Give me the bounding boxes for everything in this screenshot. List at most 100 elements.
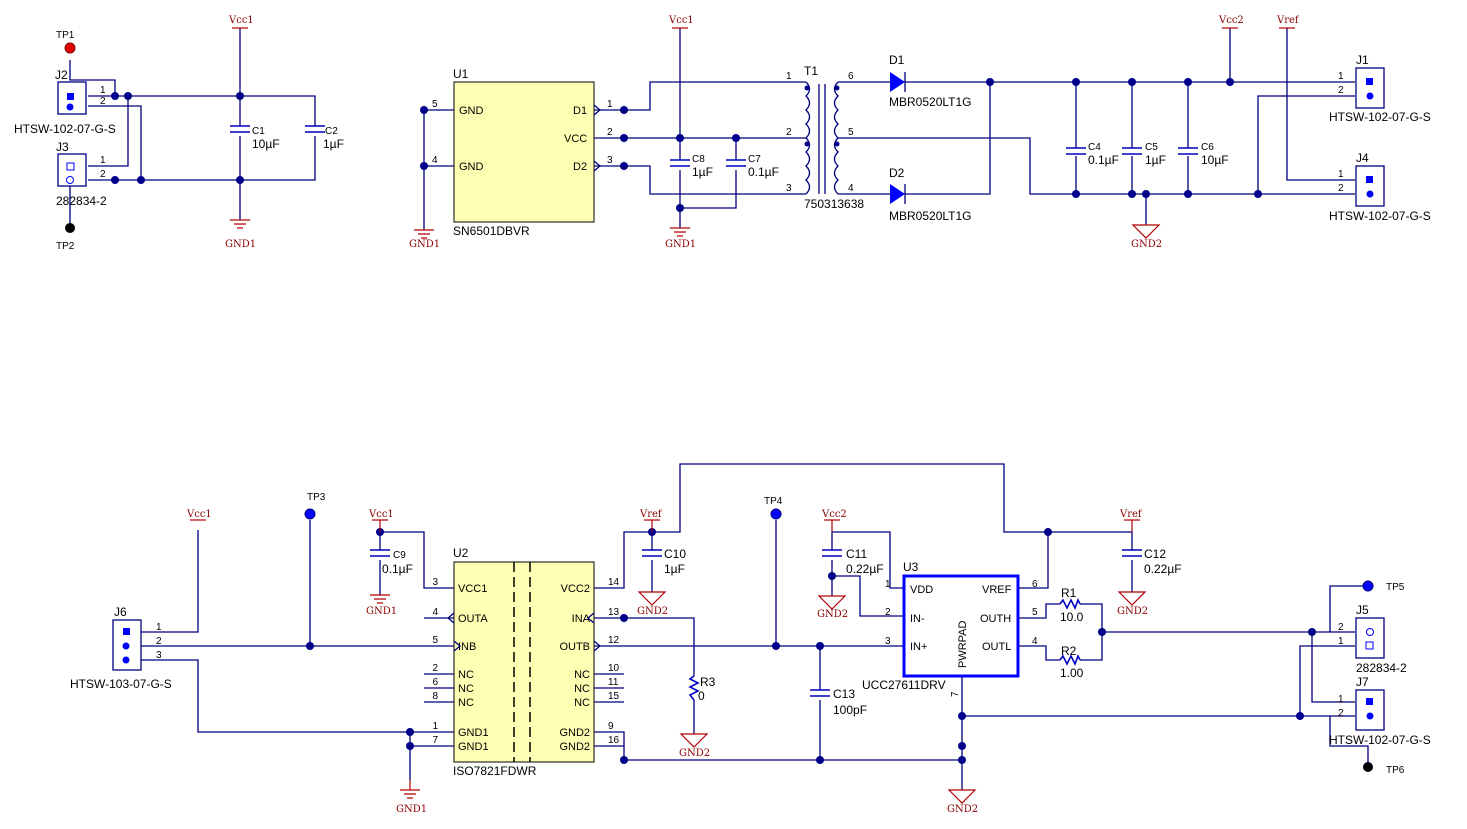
wire-junction [406,728,414,736]
wire-junction [1044,528,1052,536]
capacitor-c7[interactable]: C7 0.1µF [726,154,779,179]
svg-text:VDD: VDD [910,584,933,596]
gnd2-symbol-r3: GND2 [679,733,710,759]
tp1-marker[interactable] [64,42,76,54]
u2-pin-number: 12 [608,635,620,646]
u2-pin-number: 11 [608,677,619,688]
svg-text:Vcc1: Vcc1 [228,15,254,26]
svg-text:C11: C11 [846,547,867,561]
u2-pin-number: 1 [432,721,438,732]
svg-text:OUTH: OUTH [980,613,1011,625]
wire-junction [1142,190,1150,198]
diode-d1[interactable]: D1 MBR0520LT1G [889,53,971,109]
connector-j6[interactable]: J6 1 2 3 HTSW-103-07-G-S [70,605,172,691]
capacitor-c10[interactable]: C10 1µF [642,547,686,576]
capacitor-c4[interactable]: C4 0.1µF [1066,142,1119,167]
connector-j7[interactable]: J7 1 2 HTSW-102-07-G-S [1329,675,1431,747]
svg-text:GND: GND [459,105,484,117]
svg-text:5: 5 [1032,607,1038,618]
tp5-marker[interactable] [1362,580,1374,592]
u2-pin-number: 4 [432,607,438,618]
svg-text:GND1: GND1 [225,239,256,250]
capacitor-c6[interactable]: C6 10µF [1178,142,1229,167]
svg-text:1.00: 1.00 [1060,666,1084,680]
capacitor-c2[interactable]: C2 1µF [305,125,344,151]
wire-junction [406,742,414,750]
svg-text:2: 2 [1338,183,1344,194]
svg-text:VCC: VCC [564,133,587,145]
transformer-t1[interactable]: T1 1 2 3 6 5 4 750313638 [786,64,864,211]
svg-text:1: 1 [1338,71,1344,82]
svg-text:R1: R1 [1061,586,1077,600]
wire-junction [620,162,628,170]
svg-text:C7: C7 [748,154,761,165]
svg-text:C1: C1 [252,126,265,137]
tp2-marker[interactable] [65,223,75,233]
svg-text:2: 2 [100,96,106,107]
svg-text:750313638: 750313638 [804,197,864,211]
connector-j1[interactable]: J1 1 2 HTSW-102-07-G-S [1329,53,1431,124]
wire-junction [1226,78,1234,86]
capacitor-c5[interactable]: C5 1µF [1122,142,1166,167]
gnd1-symbol-c1: GND1 [225,219,256,250]
capacitor-c12[interactable]: C12 0.22µF [1122,547,1182,576]
wire-junction [958,742,966,750]
u2-pin-name: NC [458,697,474,709]
u2-pin-name: NC [458,669,474,681]
svg-text:Vcc2: Vcc2 [821,509,847,520]
wire-junction [137,176,145,184]
u2-pin-number: 2 [432,663,438,674]
svg-text:J7: J7 [1356,675,1369,689]
resistor-r2[interactable]: R2 1.00 [1059,644,1084,680]
svg-text:282834-2: 282834-2 [1356,661,1407,675]
diode-d2[interactable]: D2 MBR0520LT1G [889,166,971,223]
ic-u1[interactable]: U1 SN6501DBVR GND 5 GND 4 D1 1 VCC 2 D2 … [432,67,613,238]
j2-part-number: HTSW-102-07-G-S [14,122,116,136]
resistor-r3[interactable]: R3 0 [688,675,716,703]
tp4-marker[interactable] [770,508,782,520]
connector-j4[interactable]: J4 1 2 HTSW-102-07-G-S [1329,151,1431,223]
wire-junction [1296,712,1304,720]
u2-pin-number: 7 [432,735,438,746]
capacitor-c13[interactable]: C13 100pF [810,687,867,717]
svg-text:1: 1 [786,71,792,82]
svg-text:100pF: 100pF [833,703,867,717]
junctions [111,78,1316,764]
ic-u2[interactable]: U2 ISO7821FDWR VCC13OUTA4INB5NC2NC6NC8GN… [432,546,619,778]
svg-text:D2: D2 [889,166,905,180]
capacitor-c9[interactable]: C9 0.1µF [370,549,413,576]
tp3-marker[interactable] [304,508,316,520]
tp6-marker[interactable] [1363,762,1373,772]
svg-text:HTSW-102-07-G-S: HTSW-102-07-G-S [1329,733,1431,747]
u2-pin-name: OUTB [559,641,590,653]
connector-j3[interactable]: J3 1 2 282834-2 [56,140,107,208]
connector-j2[interactable]: J2 1 2 HTSW-102-07-G-S [14,68,116,136]
gnd1-symbol-c8: GND1 [665,227,696,250]
svg-text:U2: U2 [453,546,469,560]
svg-text:2: 2 [607,127,613,138]
capacitor-c1[interactable]: C1 10µF [230,125,280,151]
wire-junction [1072,190,1080,198]
svg-text:J3: J3 [56,140,69,154]
svg-text:0.22µF: 0.22µF [1144,562,1182,576]
svg-text:Vref: Vref [639,509,663,520]
gnd1-symbol-c9: GND1 [366,594,397,617]
svg-text:J4: J4 [1356,151,1369,165]
wire-junction [1184,190,1192,198]
u2-pin-name: INA [572,613,591,625]
resistor-r1[interactable]: R1 10.0 [1059,586,1084,624]
vref-symbol-top: Vref [1276,15,1300,29]
capacitor-c11[interactable]: C11 0.22µF [822,547,884,576]
svg-text:C8: C8 [692,154,705,165]
svg-text:HTSW-103-07-G-S: HTSW-103-07-G-S [70,677,172,691]
connector-j5[interactable]: J5 2 1 282834-2 [1338,603,1407,675]
svg-text:3: 3 [885,636,891,647]
capacitor-c8[interactable]: C8 1µF [670,154,713,179]
pin-round-marker [66,176,74,184]
svg-text:7: 7 [950,691,961,697]
gnd2-symbol-c12: GND2 [1117,591,1148,617]
svg-text:1µF: 1µF [692,165,713,179]
svg-text:6: 6 [848,71,854,82]
ic-u3[interactable]: U3 UCC27611DRV VDD 1 IN- 2 IN+ 3 VREF 6 … [862,560,1038,697]
u2-pin-name: NC [458,683,474,695]
